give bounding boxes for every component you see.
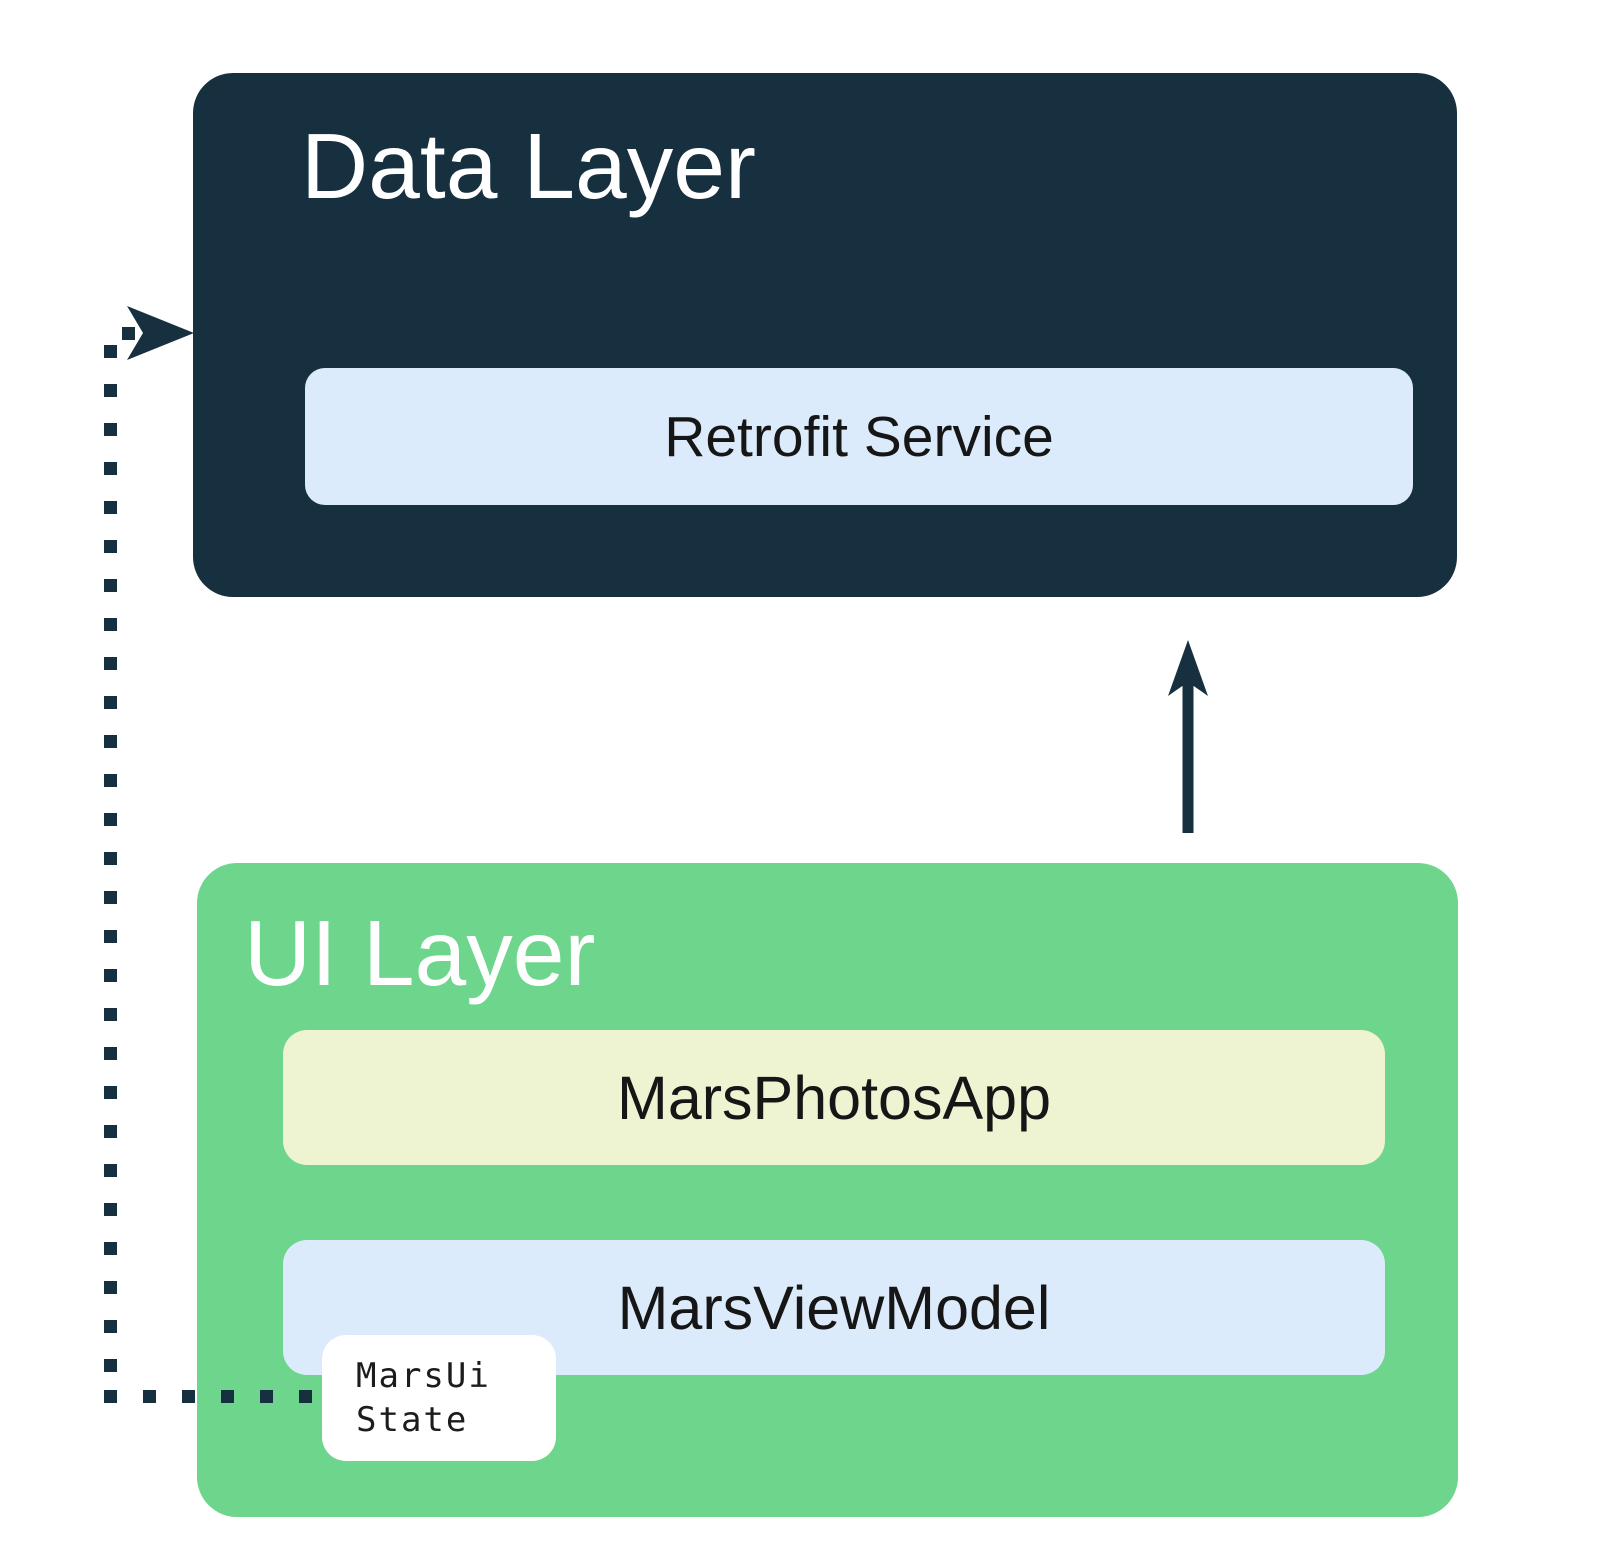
mars-photos-app-box: MarsPhotosApp [283,1030,1385,1165]
mars-ui-state-box: MarsUi State [322,1335,556,1461]
dotted-arrowhead-icon [127,306,194,360]
dotted-line-vertical [104,345,117,1403]
mars-view-model-label: MarsViewModel [617,1273,1051,1342]
dotted-path-corner-dot [122,327,135,340]
solid-up-arrow-icon [1168,640,1208,833]
dotted-line-horizontal [104,1390,330,1403]
data-layer-title: Data Layer [301,114,756,218]
ui-layer-title: UI Layer [244,901,596,1005]
retrofit-service-label: Retrofit Service [664,404,1054,469]
data-layer-box: Data Layer [193,73,1457,597]
mars-ui-state-line1: MarsUi [356,1356,491,1396]
mars-ui-state-line2: State [356,1400,469,1440]
mars-photos-app-label: MarsPhotosApp [617,1063,1051,1132]
retrofit-service-box: Retrofit Service [305,368,1413,505]
